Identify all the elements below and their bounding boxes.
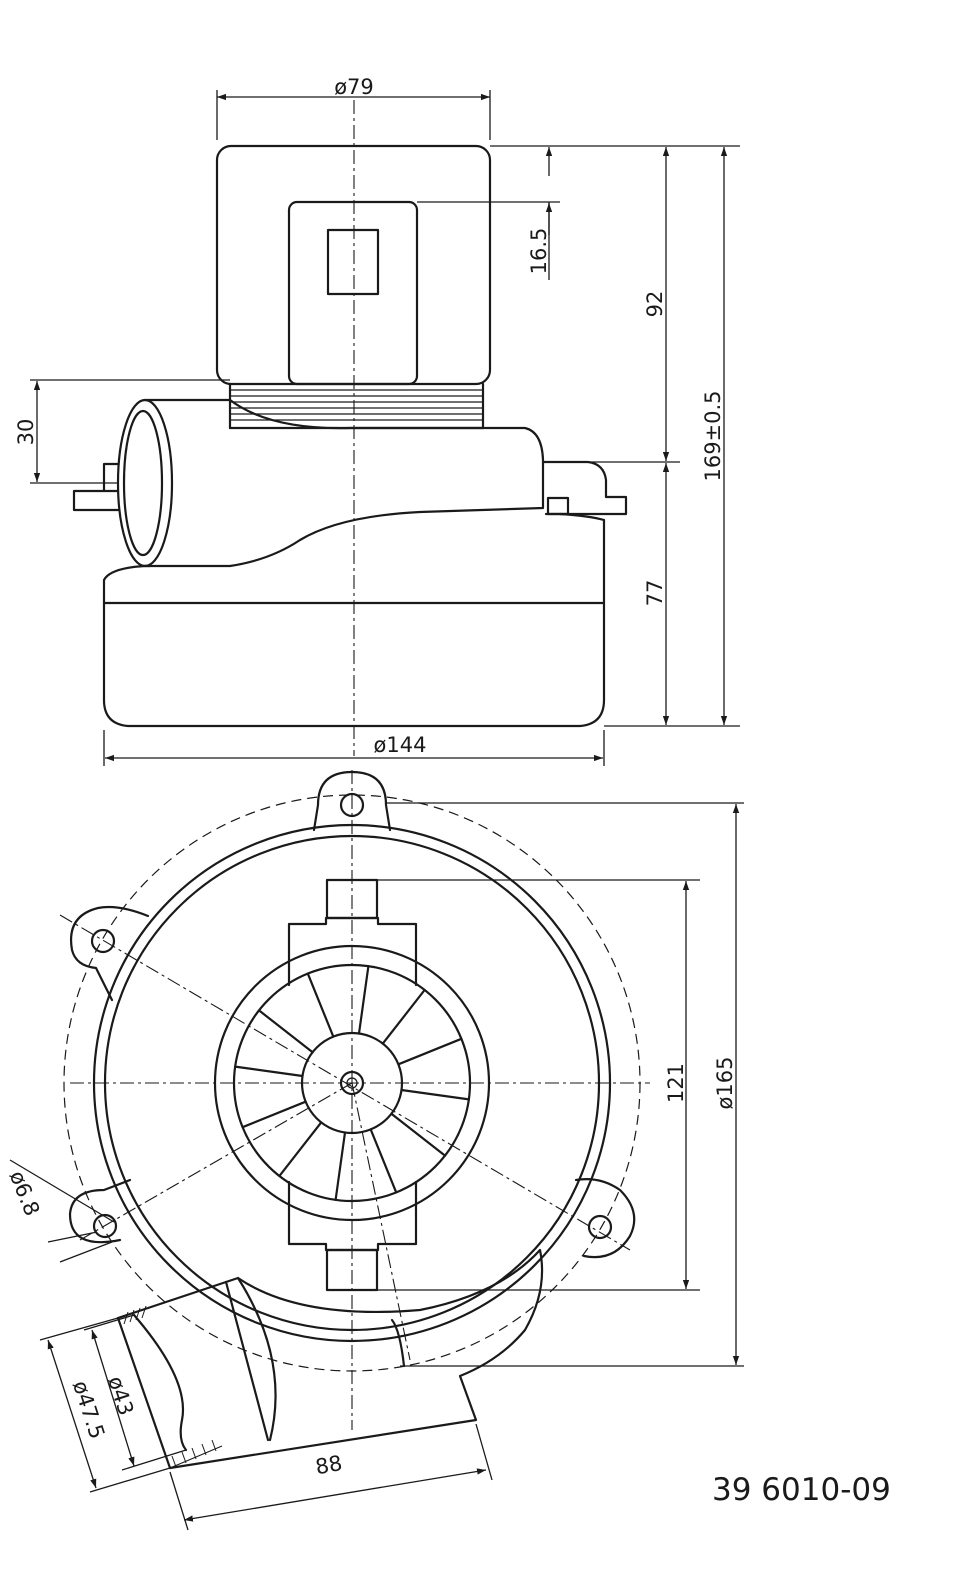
dim-outlet-length: 88 bbox=[169, 1423, 493, 1531]
rotor-blades bbox=[234, 964, 470, 1202]
svg-text:ø165: ø165 bbox=[713, 1057, 737, 1110]
dim-outlet-inner: ø43 bbox=[83, 1314, 187, 1471]
svg-text:30: 30 bbox=[14, 419, 38, 446]
svg-text:ø79: ø79 bbox=[334, 75, 374, 99]
mounting-hole-left bbox=[90, 928, 116, 954]
terminal-window bbox=[326, 228, 380, 296]
svg-text:ø144: ø144 bbox=[374, 733, 427, 757]
dim-inner-121: 121 bbox=[377, 879, 700, 1291]
svg-text:88: 88 bbox=[314, 1451, 344, 1479]
outlet-wall-hatch bbox=[117, 1305, 223, 1469]
outlet-tube-top bbox=[116, 1248, 544, 1470]
outlet-tube-side bbox=[143, 398, 545, 568]
dim-upper-height: 92 bbox=[543, 147, 680, 463]
rotor-blade bbox=[306, 972, 335, 1038]
dim-outer-165: ø165 bbox=[386, 802, 744, 1367]
rotor-blade bbox=[397, 1037, 463, 1066]
svg-text:16.5: 16.5 bbox=[527, 228, 551, 275]
rotor-blade bbox=[334, 1131, 347, 1202]
dim-base-diameter: ø144 bbox=[103, 730, 605, 766]
side-view: ø79 16.5 92 77 169±0.5 30 bbox=[14, 75, 740, 766]
rotor-blade bbox=[257, 1009, 314, 1054]
dim-cap-height: 16.5 bbox=[417, 145, 740, 280]
rotor-blade bbox=[400, 1088, 470, 1101]
mounting-lug-left bbox=[72, 489, 120, 512]
dim-total-height: 169±0.5 bbox=[701, 147, 728, 725]
dim-top-diameter: ø79 bbox=[216, 75, 491, 140]
svg-text:92: 92 bbox=[643, 291, 667, 318]
svg-text:121: 121 bbox=[664, 1063, 688, 1103]
svg-text:169±0.5: 169±0.5 bbox=[701, 390, 725, 481]
rotor-blade bbox=[369, 1128, 398, 1194]
mounting-hole-lower-left bbox=[92, 1213, 118, 1239]
svg-text:ø43: ø43 bbox=[103, 1373, 138, 1418]
rotor-blade bbox=[390, 1112, 447, 1157]
mounting-hole-right bbox=[587, 1214, 613, 1240]
dim-outlet-outer: ø47.5 bbox=[39, 1317, 171, 1493]
outlet-opening-side bbox=[116, 398, 174, 568]
part-number: 39 6010-09 bbox=[712, 1472, 891, 1508]
svg-text:ø6.8: ø6.8 bbox=[5, 1167, 45, 1219]
svg-text:ø47.5: ø47.5 bbox=[68, 1378, 109, 1442]
top-view: 121 ø165 ø6.8 ø43 ø47.5 bbox=[5, 770, 744, 1531]
dim-inlet-offset: 30 bbox=[14, 379, 230, 484]
svg-text:77: 77 bbox=[643, 580, 667, 607]
threaded-ring bbox=[228, 382, 485, 430]
rotor-blade bbox=[357, 964, 370, 1035]
rotor-blade bbox=[241, 1100, 307, 1129]
brush-holder bbox=[287, 200, 419, 386]
dim-hole-diameter: ø6.8 bbox=[5, 1159, 115, 1263]
mounting-lug-right bbox=[541, 460, 628, 516]
rotor-blade bbox=[234, 1065, 304, 1078]
dim-lower-height: 77 bbox=[604, 463, 740, 727]
rotor-blade bbox=[278, 1121, 323, 1178]
rotor-blade bbox=[381, 988, 426, 1045]
